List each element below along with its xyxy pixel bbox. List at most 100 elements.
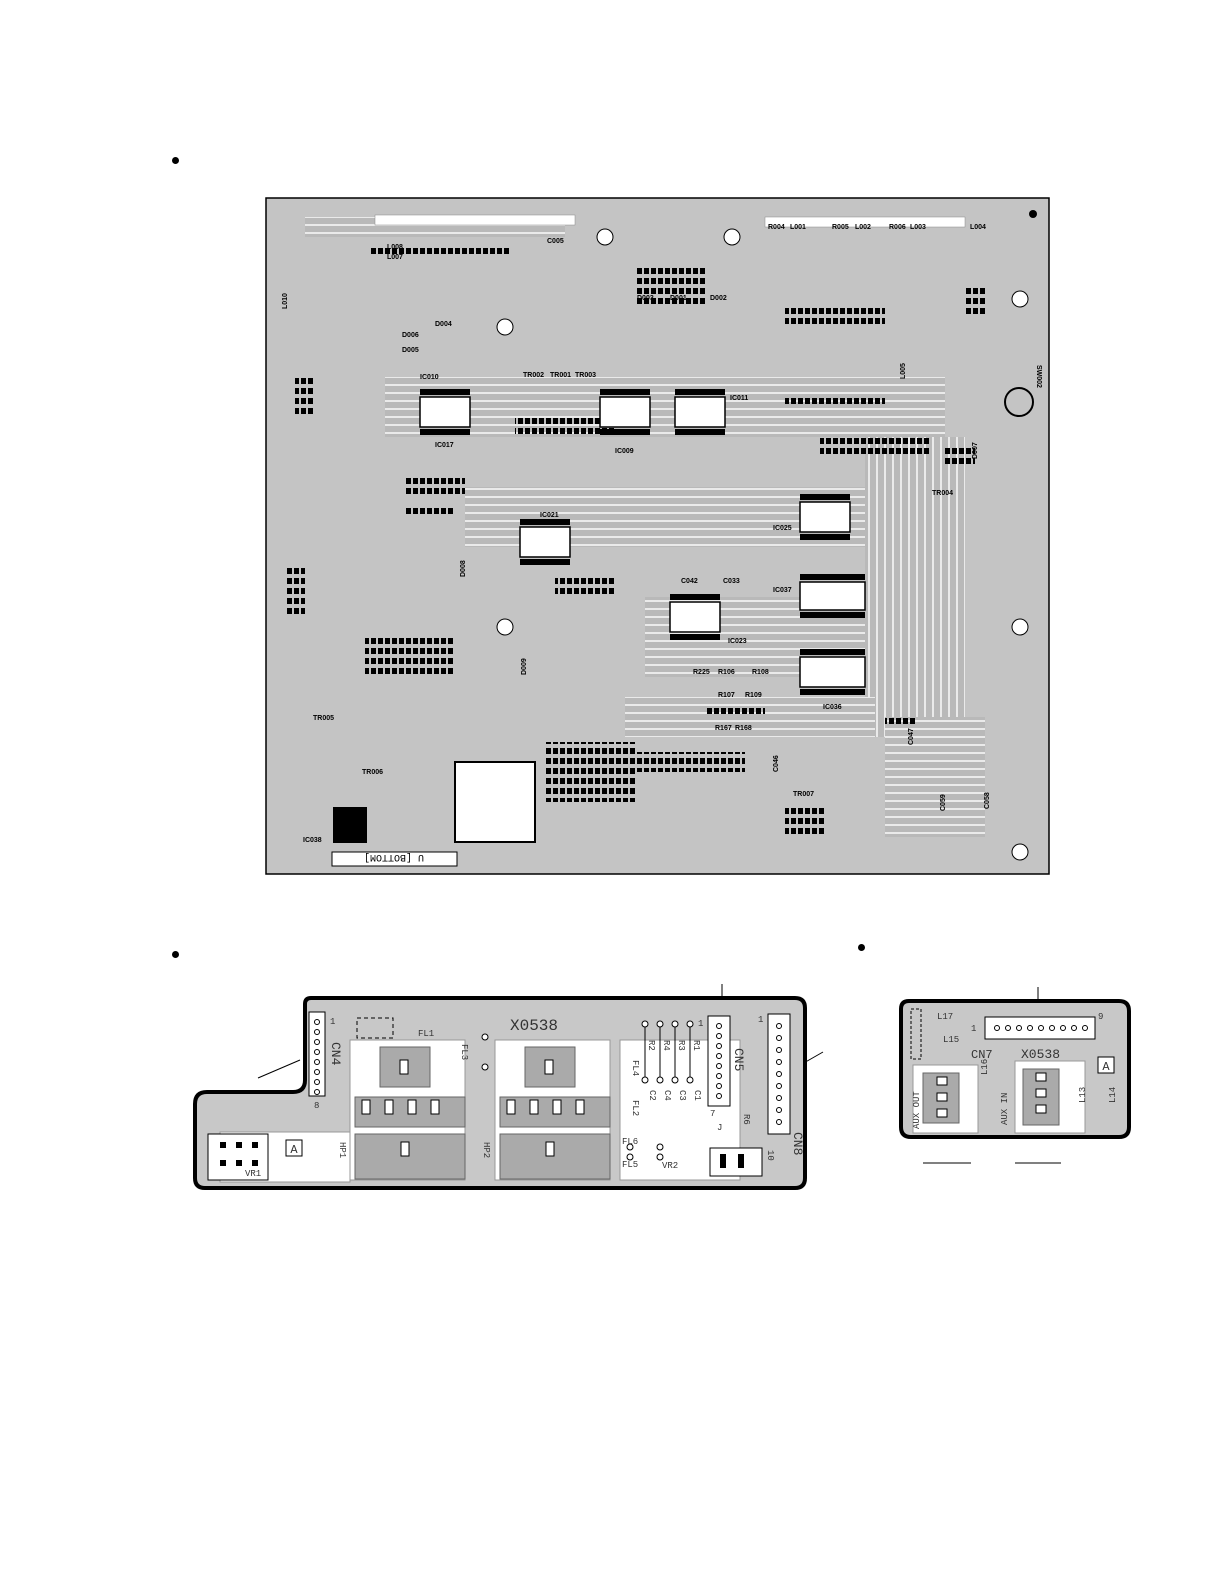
part-l002: L002 [855, 224, 871, 231]
ic-packages [419, 396, 866, 688]
part-hp2: HP2 [481, 1142, 491, 1158]
part-r109: R109 [745, 692, 762, 699]
ic-label-ic017: IC017 [435, 442, 454, 449]
part-d005: D005 [402, 347, 419, 354]
ic-label-ic023: IC023 [728, 638, 747, 645]
component-pad-clusters [285, 247, 985, 837]
pin-cn5-1: 1 [698, 1019, 703, 1029]
part-r4: R4 [661, 1040, 671, 1051]
part-c1: C1 [692, 1090, 702, 1101]
part-c046: C046 [773, 755, 780, 772]
part-l003: L003 [910, 224, 926, 231]
top-connector [374, 214, 966, 228]
part-r1: R1 [691, 1040, 701, 1051]
ic-label-ic011: IC011 [730, 395, 748, 402]
part-j: J [717, 1123, 722, 1133]
pin-cn4-8: 8 [314, 1101, 319, 1111]
bullet-aux-board [858, 944, 865, 951]
jack-aux-in: AUX IN [1000, 1093, 1010, 1125]
part-d003: D003 [637, 295, 654, 302]
ic037-body [799, 581, 866, 611]
part-l16: L16 [980, 1059, 990, 1075]
part-d002: D002 [710, 295, 727, 302]
part-c2: C2 [647, 1090, 657, 1101]
part-c047: C047 [908, 728, 915, 745]
part-r6: R6 [741, 1114, 751, 1125]
part-r168: R168 [735, 725, 752, 732]
part-r006: R006 [889, 224, 906, 231]
part-fl1: FL1 [418, 1029, 434, 1039]
pin-cn8-10: 10 [765, 1150, 775, 1161]
part-l007: L007 [387, 254, 403, 261]
part-c059: C059 [940, 794, 947, 811]
part-fl4: FL4 [630, 1060, 640, 1076]
ic021-body [519, 526, 571, 558]
ic-pins [420, 389, 865, 695]
part-fl2: FL2 [630, 1100, 640, 1116]
part-r225: R225 [693, 669, 710, 676]
part-d001: D001 [670, 295, 687, 302]
part-l008: L008 [387, 244, 403, 251]
part-d007: D007 [972, 442, 979, 459]
part-hp1: HP1 [337, 1142, 347, 1158]
switch-label: SW002 [1035, 365, 1042, 388]
bullet-front-board [172, 951, 179, 958]
part-c058: C058 [984, 792, 991, 809]
ic025-body [799, 501, 851, 533]
ic011-body [674, 396, 726, 428]
connector-cn4: CN4 [328, 1042, 343, 1066]
part-r106: R106 [718, 669, 735, 676]
aux-mark-a: A [1102, 1060, 1110, 1074]
ic-label-ic037: IC037 [773, 587, 792, 594]
connector-cn8: CN8 [790, 1132, 805, 1155]
part-vr1: VR1 [245, 1169, 261, 1179]
front-board-code: X0538 [510, 1017, 558, 1035]
main-pcb-diagram: U [BOTTOM] IC010 IC017 IC009 IC011 IC021… [265, 197, 1050, 875]
part-r108: R108 [752, 669, 769, 676]
part-l13: L13 [1078, 1087, 1088, 1103]
jack-aux-out: AUX OUT [912, 1091, 922, 1129]
aux-board-code: X0538 [1021, 1047, 1060, 1062]
connector-cn5: CN5 [731, 1048, 746, 1071]
part-c005: C005 [547, 238, 564, 245]
part-l17: L17 [937, 1012, 953, 1022]
part-vr2: VR2 [662, 1161, 678, 1171]
ic-label-ic010: IC010 [420, 374, 439, 381]
ic-label-ic009: IC009 [615, 448, 634, 455]
part-d008: D008 [460, 560, 467, 577]
ic009-body [599, 396, 651, 428]
aux-pcb-diagram: A X0538 CN7 L17 L15 L16 L13 L14 AUX OUT … [899, 987, 1131, 1164]
tr-label-tr001: TR001 [550, 372, 571, 379]
part-fl3: FL3 [459, 1044, 469, 1060]
part-r3: R3 [676, 1040, 686, 1051]
pin-cn7-1: 1 [971, 1024, 976, 1034]
part-r167: R167 [715, 725, 732, 732]
part-fl5: FL5 [622, 1160, 638, 1170]
part-r2: R2 [646, 1040, 656, 1051]
connector-cn7: CN7 [971, 1048, 993, 1062]
tr-label-tr004: TR004 [932, 490, 953, 497]
part-c042: C042 [681, 578, 698, 585]
part-l001: L001 [790, 224, 806, 231]
ic036-body [799, 656, 866, 688]
part-r004: R004 [768, 224, 785, 231]
ic038-body [333, 807, 367, 843]
tr-label-tr007: TR007 [793, 791, 814, 798]
front-mark-a: A [290, 1143, 298, 1157]
part-l005: L005 [900, 363, 907, 379]
ic-label-ic038: IC038 [303, 837, 322, 844]
mounting-holes [496, 228, 1034, 861]
tr-label-tr002: TR002 [523, 372, 544, 379]
part-r107: R107 [718, 692, 735, 699]
pin-cn5-7: 7 [710, 1109, 715, 1119]
part-d006: D006 [402, 332, 419, 339]
front-pcb-diagram: A X0538 CN4 CN5 CN8 FL1 FL3 FL4 FL2 FL6 … [193, 984, 824, 1190]
bullet-main-board [172, 157, 179, 164]
part-l004: L004 [970, 224, 986, 231]
ic-label-ic036: IC036 [823, 704, 842, 711]
ic-label-ic021: IC021 [540, 512, 559, 519]
part-c4: C4 [662, 1090, 672, 1101]
part-l15: L15 [943, 1035, 959, 1045]
tr-label-tr003: TR003 [575, 372, 596, 379]
ic-label-ic025: IC025 [773, 525, 792, 532]
